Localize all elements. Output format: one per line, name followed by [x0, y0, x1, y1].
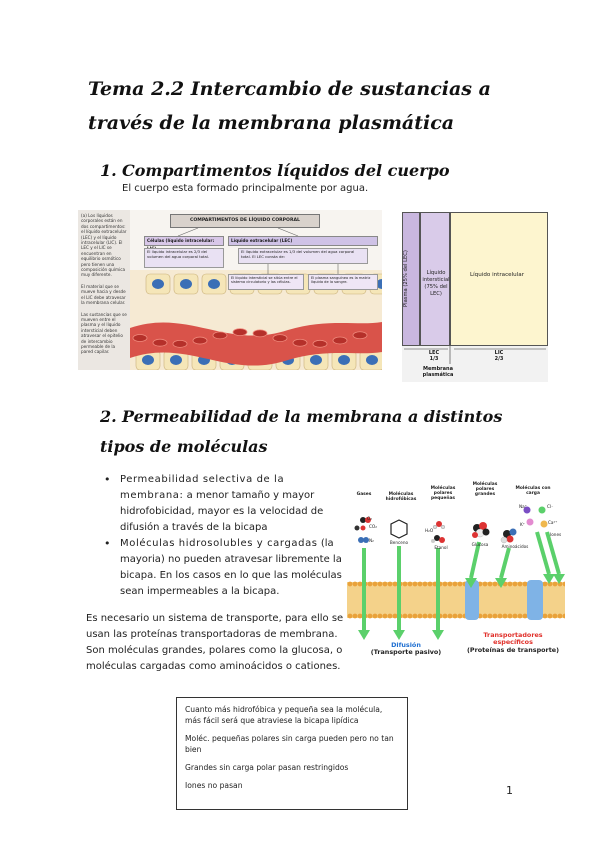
fig3-cl: Cl⁻	[547, 504, 554, 509]
fig2-plasma-block	[402, 212, 420, 346]
membrane-permeability-figure: Gases Moléculas hidrofóbicas Moléculas p…	[347, 482, 565, 662]
fig3-transport-sub: (Proteínas de transporte)	[466, 645, 560, 654]
fig3-na: Na⁺	[519, 504, 527, 509]
fig3-col-charged: Moléculas con carga	[515, 486, 551, 497]
fig1-cells-label: Células (líquido intracelular: LIC)	[144, 236, 224, 251]
fig3-n2: N₂	[369, 538, 374, 543]
note-line: Cuanto más hidrofóbica y pequeña sea la …	[185, 705, 383, 725]
permeability-bullet-list: Permeabilidad selectiva de la membrana: …	[104, 472, 342, 600]
page-title: Tema 2.2 Intercambio de sustancias a tra…	[88, 78, 491, 134]
body-fluid-compartments-figure: (a) Los líquidos corporales están en dos…	[78, 210, 382, 370]
fig3-col-large-polar: Moléculas polares grandes	[472, 482, 498, 498]
section-2-number: 2.	[100, 407, 117, 426]
note-line: Iones no pasan	[185, 781, 243, 790]
section-1-number: 1.	[100, 161, 117, 180]
fig1-lec-desc: El líquido extracelular es 1/3 del volum…	[238, 248, 368, 264]
fig3-col-gases: Gases	[356, 492, 372, 497]
page-number: 1	[506, 784, 513, 797]
fig3-water: H₂O	[425, 528, 434, 533]
fig2-lec-label: LEC	[428, 350, 440, 356]
list-item: Moléculas hidrosolubles y cargadas (la m…	[104, 536, 342, 600]
fig1-lec-label: Líquido extracelular (LEC)	[228, 236, 378, 246]
note-line: Grandes sin carga polar pasan restringid…	[185, 763, 349, 772]
fig2-intracellular-label: Líquido intracelular	[470, 272, 524, 278]
fig2-brackets	[404, 346, 546, 364]
fig3-ethanol: Etanol	[434, 545, 448, 550]
fig1-side-note: Las sustancias que se mueven entre el pl…	[81, 311, 127, 355]
fig1-lic-desc: El líquido intracelular es 2/3 del volum…	[144, 248, 224, 268]
fig3-col-small-polar: Moléculas polares pequeñas	[430, 486, 456, 502]
list-item: Permeabilidad selectiva de la membrana: …	[104, 472, 342, 536]
fluid-volume-diagram: Plasma (25% del LEC) Líquido intersticia…	[402, 212, 548, 382]
note-line: Moléc. pequeñas polares sin carga pueden…	[185, 734, 394, 754]
fig3-diffusion-label: Difusión (Transporte pasivo)	[361, 641, 451, 657]
section-1-text: El cuerpo esta formado principalmente po…	[122, 183, 369, 194]
fig1-side-note: (a) Los líquidos corporales están en dos…	[81, 213, 127, 278]
fig2-lic-label: LIC	[494, 350, 504, 356]
summary-note-box: Cuanto más hidrofóbica y pequeña sea la …	[176, 697, 408, 810]
bullet-text: a menor tamaño y mayor hidrofobicidad, m…	[120, 490, 324, 533]
fig3-transport: Transportadores específicos	[483, 631, 543, 647]
fig2-membrane-label: Membrana plasmática	[422, 366, 454, 378]
fig3-k: K⁺	[520, 522, 525, 527]
section-2-heading: 2.Permeabilidad de la membrana a distint…	[100, 402, 540, 462]
transport-paragraph: Es necesario un sistema de transporte, p…	[86, 613, 344, 672]
fig3-o2: O₂	[367, 516, 372, 521]
bullet-lead: Permeabilidad selectiva de la membrana:	[120, 474, 285, 501]
fig3-amino-acids: Aminoácidos	[501, 544, 529, 549]
fig2-intracellular-block	[450, 212, 548, 346]
fig3-glucose: Glucosa	[471, 542, 489, 547]
fig2-interstitial-label: Líquido intersticial (75% del LEC)	[422, 270, 450, 297]
fig3-transport-label: Transportadores específicos (Proteínas d…	[463, 631, 563, 654]
fig1-header: COMPARTIMENTOS DE LÍQUIDO CORPORAL	[170, 214, 320, 228]
section-1-heading: 1. Compartimentos líquidos del cuerpo	[100, 156, 540, 186]
fig1-side-notes: (a) Los líquidos corporales están en dos…	[78, 210, 130, 370]
fig3-diffusion-sub: (Transporte pasivo)	[370, 648, 442, 657]
fig2-lec-fraction: 1/3	[429, 356, 439, 362]
fig3-diffusion: Difusión	[391, 641, 421, 649]
fig1-interstitial-desc: El líquido intersticial se sitúa entre e…	[228, 274, 304, 290]
fig1-plasma-desc: El plasma sanguíneo es la matriz líquida…	[308, 274, 378, 290]
fig2-lic-fraction: 2/3	[494, 356, 504, 362]
fig2-interstitial-block	[420, 212, 450, 346]
section-2-title: Permeabilidad de la membrana a distintos…	[100, 407, 503, 456]
bullet-text: (la mayoria) no pueden atravesar libreme…	[120, 538, 342, 597]
fig1-side-note: El material que se mueve hacia y desde e…	[81, 283, 126, 306]
fig3-co2: CO₂	[369, 524, 377, 529]
fig3-col-hydrophobic: Moléculas hidrofóbicas	[385, 492, 417, 503]
section-1-title: Compartimentos líquidos del cuerpo	[122, 161, 450, 180]
bullet-lead: Moléculas hidrosolubles y cargadas	[120, 538, 318, 549]
fig3-ions: Iones	[550, 532, 562, 537]
fig3-ca: Ca²⁺	[548, 520, 558, 525]
fig3-benzene: Benceno	[389, 540, 409, 545]
fig2-plasma-label: Plasma (25% del LEC)	[403, 250, 409, 308]
fig3-membrane-art	[347, 506, 565, 640]
